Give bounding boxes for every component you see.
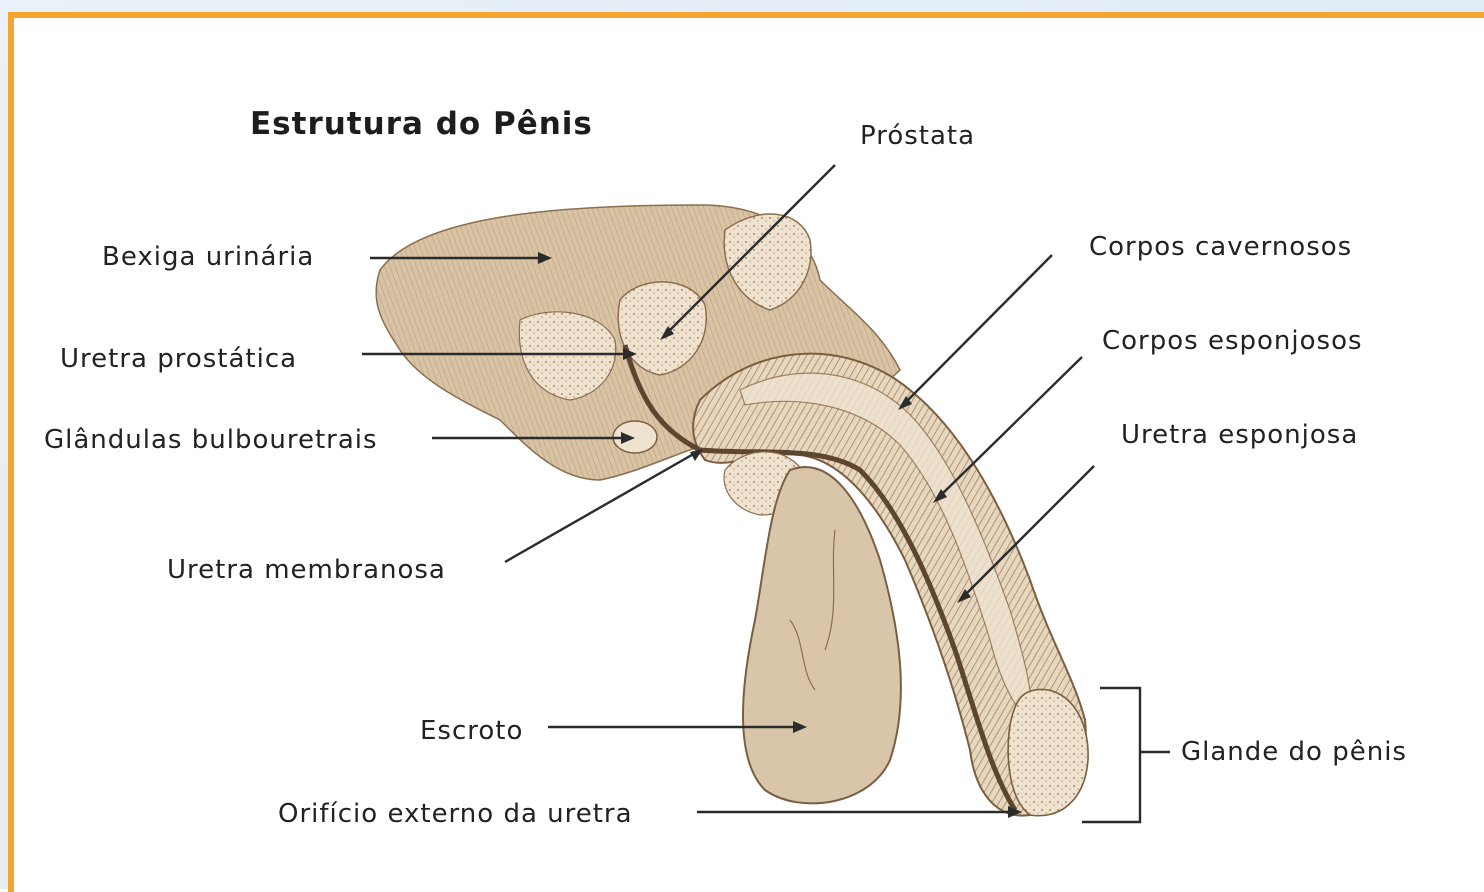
label-uretra-membranosa: Uretra membranosa <box>167 555 446 585</box>
label-uretra-prostatica: Uretra prostática <box>60 344 297 374</box>
label-glande: Glande do pênis <box>1181 737 1407 767</box>
label-corpos-cavernosos: Corpos cavernosos <box>1089 232 1352 262</box>
label-corpos-esponjosos: Corpos esponjosos <box>1102 326 1363 356</box>
glande-bracket <box>1082 688 1140 822</box>
diagram-title: Estrutura do Pênis <box>250 106 593 142</box>
scrotum <box>743 467 901 803</box>
label-glandulas: Glândulas bulbouretrais <box>44 425 378 455</box>
leader-corpos-esponjosos <box>938 357 1082 498</box>
label-orificio: Orifício externo da uretra <box>278 799 633 829</box>
label-uretra-esponjosa: Uretra esponjosa <box>1121 420 1358 450</box>
leader-corpos-cavernosos <box>903 255 1052 405</box>
label-prostata: Próstata <box>860 121 975 151</box>
label-escroto: Escroto <box>420 716 523 746</box>
label-bexiga: Bexiga urinária <box>102 242 314 272</box>
